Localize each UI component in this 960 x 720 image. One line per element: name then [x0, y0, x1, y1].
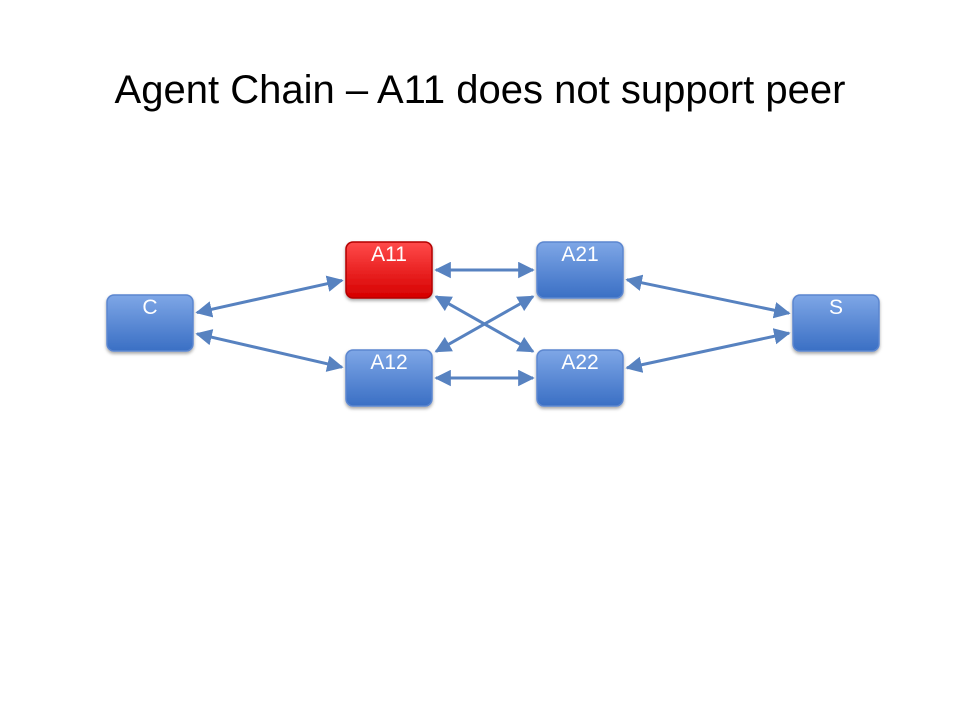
- node-box-s: [792, 294, 880, 352]
- node-label-a22: A22: [561, 351, 598, 374]
- edge-layer: [195, 261, 791, 387]
- node-box-a11: [345, 241, 433, 299]
- node-label-a12: A12: [370, 351, 407, 374]
- node-box-a12: [345, 349, 433, 407]
- node-label-a11: A11: [371, 243, 407, 266]
- edge-a21-s: [625, 274, 791, 319]
- edge-a22-s: [625, 328, 791, 373]
- node-s: S: [792, 294, 880, 352]
- node-label-c: C: [142, 296, 157, 319]
- edge-c-a11: [195, 275, 344, 318]
- node-a12: A12: [345, 349, 433, 407]
- node-a21: A21: [536, 241, 624, 299]
- node-box-c: [106, 294, 194, 352]
- node-c: C: [106, 294, 194, 352]
- edge-a12-a21: [434, 295, 535, 353]
- node-a22: A22: [536, 349, 624, 407]
- node-box-a21: [536, 241, 624, 299]
- node-label-s: S: [829, 296, 843, 319]
- node-a11: A11: [345, 241, 433, 299]
- node-label-a21: A21: [561, 243, 598, 266]
- node-box-a22: [536, 349, 624, 407]
- slide-title: Agent Chain – A11 does not support peer: [114, 68, 846, 112]
- edge-c-a12: [195, 329, 344, 372]
